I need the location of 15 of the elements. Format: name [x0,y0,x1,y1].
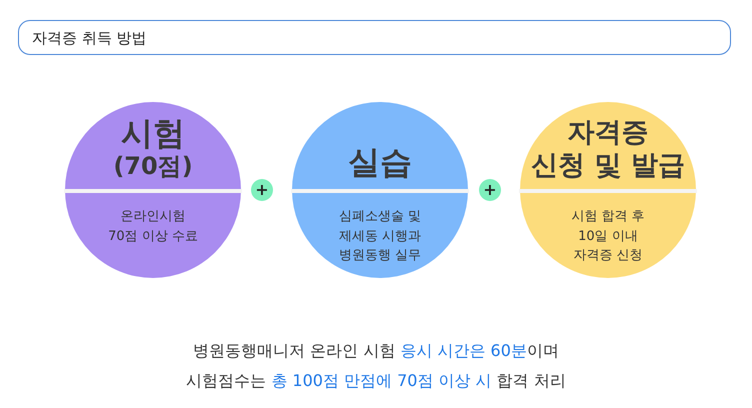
plus-badge: + [479,179,501,201]
circle-heading: 실습 [348,144,412,181]
circle-heading: 자격증 [568,116,648,148]
plus-badge: + [251,179,273,201]
category-circle [519,101,697,279]
circle-heading: 시험 [121,114,185,152]
circle-heading: 신청 및 발급 [531,150,685,181]
circle-description: 온라인시험 70점 이상 수료 [107,208,199,246]
title-bar: 자격증 취득 방법 [18,20,731,55]
circle-heading: (70점) [113,153,193,181]
circle-description: 심폐소생술 및 제세동 시행과 병원동행 실무 [338,208,422,265]
category-circle [64,101,242,279]
category-circle [291,101,469,279]
caption-text: 병원동행매니저 온라인 시험 응시 시간은 60분이며 시험점수는 총 100점 만점에 70점 이상 시 합격 처리 [185,340,567,392]
circle-description: 시험 합격 후 10일 이내 자격증 신청 [570,208,646,265]
